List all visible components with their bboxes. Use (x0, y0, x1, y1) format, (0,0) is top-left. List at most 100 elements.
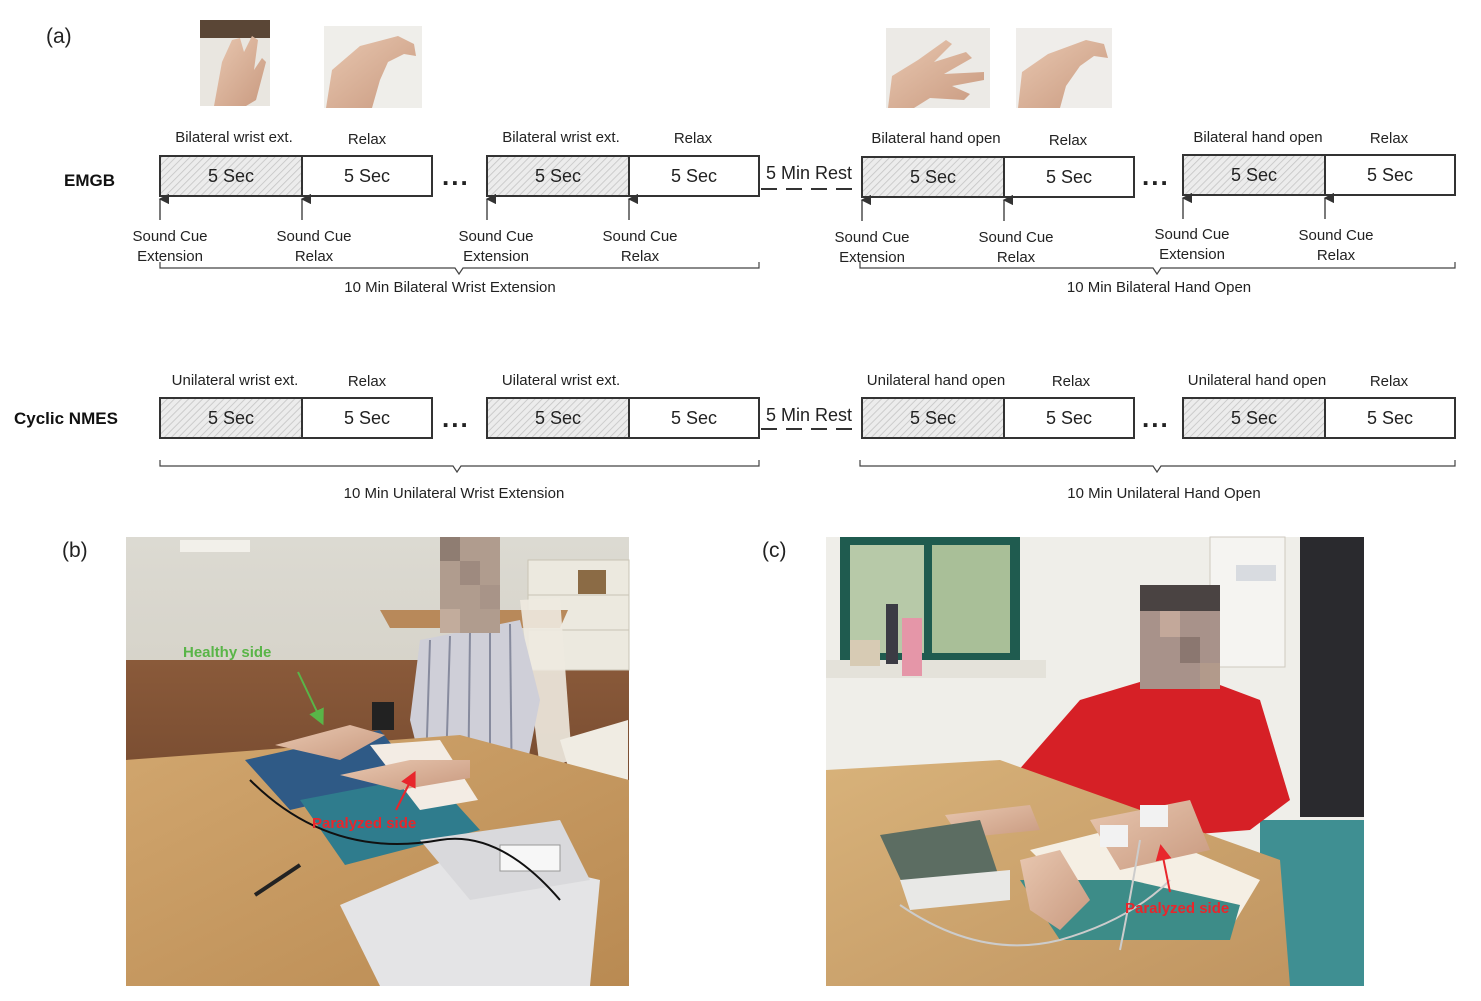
ellipsis: ... (442, 403, 470, 433)
nmes-relax-segment (301, 397, 433, 439)
emgb-relax-segment (301, 155, 433, 197)
segment-label: 5 Sec (1367, 165, 1413, 185)
emgb-right-brace (859, 262, 1456, 276)
cue-label-line: Sound Cue (602, 228, 677, 245)
segment-label: 5 Sec (535, 408, 581, 428)
emgb-right-span-label: 10 Min Bilateral Hand Open (1067, 279, 1251, 296)
segment-label: 5 Sec (344, 166, 390, 186)
nmes-right-span-label: 10 Min Unilateral Hand Open (1067, 485, 1260, 502)
row-label-emgb: EMGB (64, 171, 115, 190)
cue-label-line: Relax (621, 248, 660, 265)
cue-label-line: Extension (137, 248, 203, 265)
nmes-left-span-label: 10 Min Unilateral Wrist Extension (344, 485, 565, 502)
cue-label-line: Relax (997, 249, 1036, 266)
nmes-active-segment (1182, 397, 1326, 439)
hand-photo-hand-open-1 (886, 28, 990, 108)
panel-label-a: (a) (46, 25, 72, 48)
nmes-header-1: Unilateral wrist ext. (172, 372, 299, 389)
nmes-relax-segment (1324, 397, 1456, 439)
nmes-timeline: 5 Sec 5 Sec ... 5 Sec 5 Sec 5 Min Rest 5… (159, 397, 1456, 439)
pixelated-face (440, 537, 500, 633)
emgb-relax-segment (1324, 154, 1456, 196)
hand-photo-relax-2 (1016, 28, 1112, 108)
segment-label: 5 Sec (1231, 165, 1277, 185)
nmes-header-5: Unilateral hand open (867, 372, 1005, 389)
photo-nmes-setup: Paralyzed side (826, 536, 1364, 986)
nmes-left-brace (159, 460, 760, 474)
segment-label: 5 Sec (1367, 408, 1413, 428)
cue-label-line: Sound Cue (1154, 226, 1229, 243)
paralyzed-side-arrow-c (1155, 844, 1172, 893)
nmes-header-8: Relax (1370, 373, 1409, 390)
nmes-relax-segment (1003, 397, 1135, 439)
nmes-header-3: Uilateral wrist ext. (502, 372, 620, 389)
nmes-right-brace (859, 460, 1456, 474)
hand-photo-wrist-ext-1 (200, 20, 270, 106)
cue-label-line: Sound Cue (458, 228, 533, 245)
emgb-timeline: 5 Sec 5 Sec ... 5 Sec 5 Sec 5 Min Rest 5… (159, 154, 1456, 198)
emgb-left-brace (159, 262, 760, 276)
cue-label-line: Sound Cue (276, 228, 351, 245)
ellipsis: ... (1142, 161, 1170, 191)
cue-label-line: Extension (1159, 246, 1225, 263)
annotation-healthy-side: Healthy side (183, 644, 271, 661)
emgb-header-7: Bilateral hand open (1193, 129, 1322, 146)
cue-label-line: Extension (463, 248, 529, 265)
nmes-active-segment (486, 397, 630, 439)
segment-label: 5 Sec (671, 166, 717, 186)
cue-label-line: Sound Cue (1298, 227, 1373, 244)
segment-label: 5 Sec (1231, 408, 1277, 428)
pixelated-face (1140, 585, 1220, 689)
nmes-active-segment (159, 397, 303, 439)
sound-cue-arrows (158, 192, 1335, 221)
cue-label-line: Sound Cue (834, 229, 909, 246)
emgb-header-5: Bilateral hand open (871, 130, 1000, 147)
nmes-header-6: Relax (1052, 373, 1091, 390)
emgb-relax-segment (1003, 156, 1135, 198)
emgb-header-6: Relax (1049, 132, 1088, 149)
nmes-relax-segment (628, 397, 760, 439)
ellipsis: ... (1142, 403, 1170, 433)
photo-emgb-setup: Healthy side Paralyzed side (126, 537, 630, 986)
cue-label-line: Sound Cue (978, 229, 1053, 246)
annotation-paralyzed-side-c: Paralyzed side (1125, 900, 1229, 917)
segment-label: 5 Sec (208, 166, 254, 186)
panel-label-b: (b) (62, 539, 88, 562)
segment-label: 5 Sec (671, 408, 717, 428)
cue-label-line: Relax (1317, 247, 1356, 264)
segment-label: 5 Sec (1046, 167, 1092, 187)
segment-label: 5 Sec (208, 408, 254, 428)
cue-label-line: Extension (839, 249, 905, 266)
paralyzed-side-arrow-b (395, 770, 416, 811)
cue-label-line: Sound Cue (132, 228, 207, 245)
emgb-header-4: Relax (674, 130, 713, 147)
nmes-headers: Unilateral wrist ext. Relax Uilateral wr… (172, 372, 1409, 390)
emgb-headers: Bilateral wrist ext. Relax Bilateral wri… (175, 129, 1408, 149)
nmes-header-2: Relax (348, 373, 387, 390)
sound-cue-labels: Sound Cue Extension Sound Cue Relax Soun… (132, 226, 1373, 266)
emgb-active-segment (159, 155, 303, 197)
segment-label: 5 Sec (344, 408, 390, 428)
emgb-header-3: Bilateral wrist ext. (502, 129, 620, 146)
panel-label-c: (c) (762, 539, 787, 562)
emgb-header-8: Relax (1370, 130, 1409, 147)
emgb-left-span-label: 10 Min Bilateral Wrist Extension (344, 279, 555, 296)
ellipsis: ... (442, 161, 470, 191)
nmes-header-7: Unilateral hand open (1188, 372, 1326, 389)
rest-label-emgb: 5 Min Rest (766, 163, 852, 183)
emgb-relax-segment (628, 155, 760, 197)
rest-label-nmes: 5 Min Rest (766, 405, 852, 425)
row-label-cyclic-nmes: Cyclic NMES (14, 409, 118, 428)
segment-label: 5 Sec (535, 166, 581, 186)
segment-label: 5 Sec (910, 167, 956, 187)
emgb-active-segment (486, 155, 630, 197)
hand-photo-relax-1 (324, 26, 422, 108)
emgb-header-1: Bilateral wrist ext. (175, 129, 293, 146)
healthy-side-arrow (297, 671, 324, 726)
cue-label-line: Relax (295, 248, 334, 265)
annotation-paralyzed-side-b: Paralyzed side (312, 815, 416, 832)
emgb-header-2: Relax (348, 131, 387, 148)
segment-label: 5 Sec (910, 408, 956, 428)
segment-label: 5 Sec (1046, 408, 1092, 428)
